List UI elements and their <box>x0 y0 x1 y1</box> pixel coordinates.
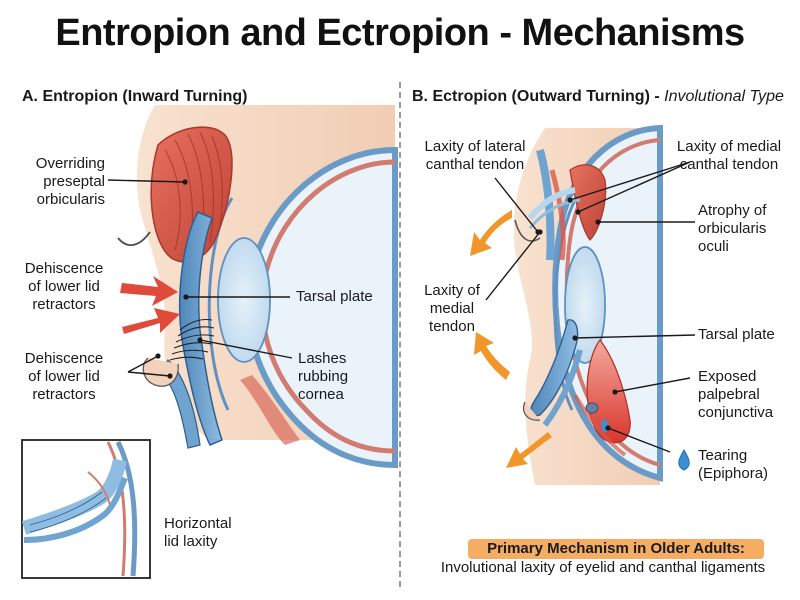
label-line: Laxity of medial <box>676 138 782 155</box>
label-line: of lower lid <box>28 278 100 295</box>
label-line: Laxity of <box>424 282 480 299</box>
label-laxity-medial-canthal: Laxity of medial canthal tendon <box>665 138 793 174</box>
primary-mechanism-banner: Primary Mechanism in Older Adults: <box>468 539 764 559</box>
panel-b-orange-arrow-middle <box>474 332 510 380</box>
tear-drop-icon <box>678 449 690 471</box>
panel-a-red-arrow-lower <box>122 308 180 334</box>
label-tarsal-plate-a: Tarsal plate <box>296 288 373 305</box>
label-line: rubbing <box>298 368 349 385</box>
panel-b-heading-main: B. Ectropion (Outward Turning) - <box>412 88 660 105</box>
label-line: Tearing <box>698 447 748 464</box>
label-line: (Epiphora) <box>698 465 769 482</box>
label-line: cornea <box>298 386 344 403</box>
label-line: palpebral <box>698 386 760 403</box>
page-title: Entropion and Ectropion - Mechanisms <box>55 12 745 54</box>
label-line: Horizontal <box>164 515 232 532</box>
label-laxity-medial-tendon: Laxity of medial tendon <box>412 282 492 336</box>
panel-a-lens <box>217 237 271 363</box>
label-line: Laxity of lateral <box>424 138 526 155</box>
label-line: orbicularis <box>36 191 105 208</box>
label-line: Dehiscence <box>24 260 104 277</box>
label-dehiscence-upper: Dehiscence of lower lid retractors <box>14 260 114 314</box>
label-exposed-palpebral-conjunctiva: Exposed palpebral conjunctiva <box>698 368 773 422</box>
label-line: medial <box>429 300 475 317</box>
label-atrophy-orbicularis: Atrophy of orbicularis oculi <box>698 202 766 256</box>
panel-b-orange-arrow-bottom <box>506 432 552 468</box>
label-line: preseptal <box>43 173 105 190</box>
label-line: retractors <box>32 296 96 313</box>
panel-a-red-arrow-upper <box>120 276 178 306</box>
label-line: Overriding <box>35 155 105 172</box>
label-line: tendon <box>429 318 475 335</box>
label-laxity-lateral-canthal: Laxity of lateral canthal tendon <box>410 138 540 174</box>
label-overriding-preseptal-orbicularis: Overriding preseptal orbicularis <box>0 155 105 209</box>
label-line: lid laxity <box>164 533 218 550</box>
label-line: orbicularis <box>698 220 767 237</box>
label-dehiscence-lower: Dehiscence of lower lid retractors <box>14 350 114 404</box>
panel-b-orange-arrow-top <box>470 210 512 256</box>
label-lashes-rubbing-cornea: Lashes rubbing cornea <box>298 350 348 404</box>
panel-a-inset <box>21 439 151 579</box>
panel-b-tarsal-plate <box>530 319 579 417</box>
label-line: Atrophy of <box>698 202 767 219</box>
panel-a-illustration <box>107 105 398 469</box>
label-line: conjunctiva <box>698 404 774 421</box>
panel-b-illustration <box>470 124 696 485</box>
label-line: of lower lid <box>28 368 100 385</box>
label-tarsal-plate-b: Tarsal plate <box>698 326 775 343</box>
label-line: retractors <box>32 386 96 403</box>
label-line: Exposed <box>698 368 757 385</box>
panel-a-lashes <box>169 318 215 361</box>
panel-b-heading-sub: Involutional Type <box>664 88 784 105</box>
panel-b-exposed-conjunctiva <box>586 338 631 444</box>
label-line: Lashes <box>298 350 347 367</box>
panel-divider <box>399 82 401 587</box>
panel-b-heading: B. Ectropion (Outward Turning) - Involut… <box>412 88 784 106</box>
panel-a-heading: A. Entropion (Inward Turning) <box>22 88 248 105</box>
label-tearing-epiphora: Tearing (Epiphora) <box>698 447 768 483</box>
label-line: canthal tendon <box>425 156 525 173</box>
label-line: canthal tendon <box>679 156 779 173</box>
label-horizontal-lid-laxity: Horizontal lid laxity <box>164 515 232 551</box>
label-line: oculi <box>698 238 729 255</box>
panel-a-tarsal-plate <box>178 211 223 446</box>
label-line: Dehiscence <box>24 350 104 367</box>
primary-mechanism-description: Involutional laxity of eyelid and cantha… <box>440 559 766 576</box>
